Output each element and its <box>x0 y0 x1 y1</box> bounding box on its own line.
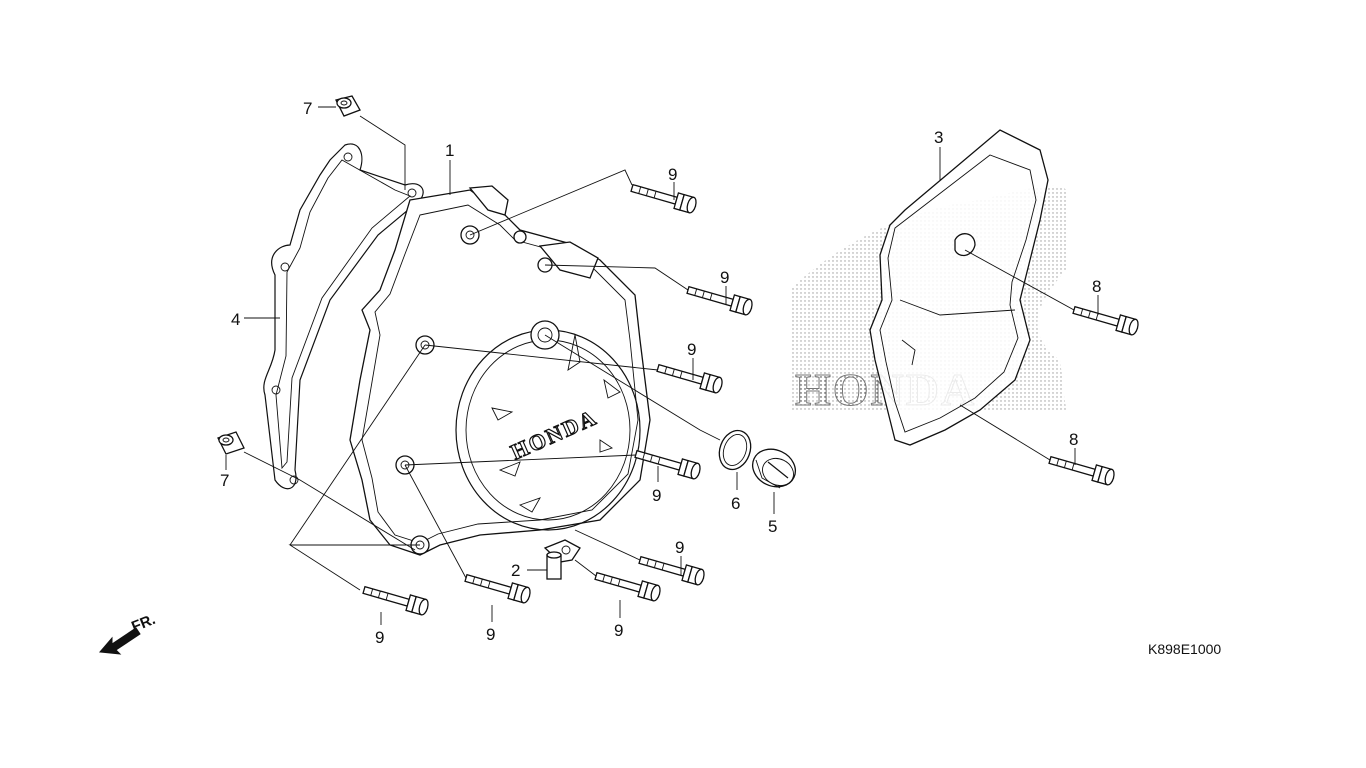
bolt-8-b <box>1047 451 1117 487</box>
bolt-9-c <box>655 359 725 395</box>
assembly-lines <box>243 115 1075 591</box>
callout-9-g: 9 <box>486 625 495 644</box>
crankcase-cover-part-1: HONDA <box>349 185 651 556</box>
callout-4: 4 <box>231 310 240 329</box>
callout-9-d: 9 <box>652 486 661 505</box>
sprocket-cover-part-3 <box>869 129 1049 446</box>
o-ring-part-6 <box>718 429 752 471</box>
callout-8-upper: 8 <box>1092 277 1101 296</box>
front-direction-indicator: FR. <box>98 611 158 655</box>
bolt-9-h <box>361 581 431 617</box>
front-label: FR. <box>129 611 158 636</box>
bolt-9-b <box>685 281 755 317</box>
wire-clamp-part-2 <box>543 539 581 580</box>
callout-6: 6 <box>731 494 740 513</box>
bolt-9-f <box>593 567 663 603</box>
gasket-part-4 <box>263 143 424 490</box>
callout-9-h: 9 <box>375 628 384 647</box>
drawing-code: K898E1000 <box>1148 641 1221 657</box>
callout-7-top: 7 <box>303 99 312 118</box>
callout-9-f: 9 <box>614 621 623 640</box>
callout-9-c: 9 <box>687 340 696 359</box>
dowel-pin-top <box>335 95 361 117</box>
bolt-9-e <box>637 551 707 587</box>
callout-2: 2 <box>511 561 520 580</box>
bolt-9-g <box>463 569 533 605</box>
callout-leaders <box>225 106 1099 625</box>
filler-cap-part-5 <box>752 448 796 489</box>
callout-8-lower: 8 <box>1069 430 1078 449</box>
dowel-pin-left <box>217 431 245 455</box>
callout-labels: 1 2 3 4 5 6 7 7 8 8 9 9 9 9 9 9 9 9 <box>220 99 1101 647</box>
callout-5: 5 <box>768 517 777 536</box>
callout-1: 1 <box>445 141 454 160</box>
callout-3: 3 <box>934 128 943 147</box>
bolt-8-a <box>1071 301 1141 337</box>
front-arrow-icon <box>98 627 141 655</box>
callout-9-e: 9 <box>675 538 684 557</box>
bolt-9-a <box>629 179 699 215</box>
callout-9-b: 9 <box>720 268 729 287</box>
callout-7-left: 7 <box>220 471 229 490</box>
callout-9-a: 9 <box>668 165 677 184</box>
